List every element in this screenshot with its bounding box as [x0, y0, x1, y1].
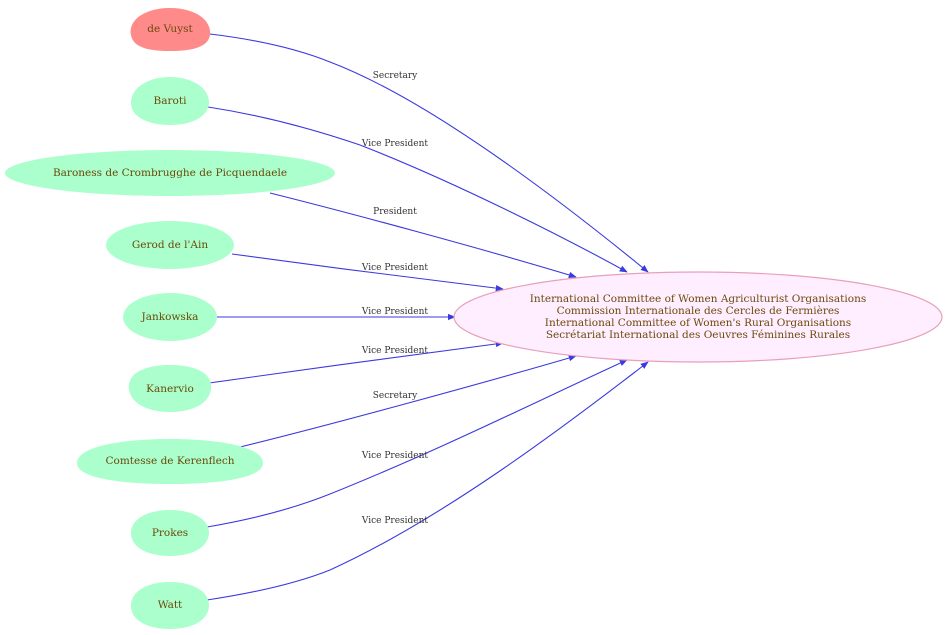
node-label-kerenflech: Comtesse de Kerenflech	[106, 455, 235, 467]
node-shape-baroti	[130, 77, 210, 125]
edge-crombrugghe	[269, 192, 577, 278]
node-label-baroti: Baroti	[154, 95, 188, 107]
node-baroti[interactable]: Baroti	[130, 77, 210, 125]
node-label-kanervio: Kanervio	[146, 383, 194, 395]
node-prokes[interactable]: Prokes	[130, 510, 210, 556]
node-shape-kerenflech	[77, 439, 263, 484]
node-label-jankowska: Jankowska	[141, 311, 199, 323]
edge-prokes	[206, 359, 628, 528]
center-node[interactable]: International Committee of Women Agricul…	[453, 271, 943, 363]
node-watt[interactable]: Watt	[130, 582, 210, 629]
edge-label-de-vuyst: Secretary	[373, 71, 418, 81]
node-shape-prokes	[130, 510, 210, 556]
node-shape-kanervio	[128, 365, 212, 412]
edges: Secretary Vice President President Vice …	[206, 33, 649, 601]
nodes: de Vuyst Baroti Baroness de Crombrugghe …	[5, 8, 335, 629]
edge-label-kerenflech: Secretary	[373, 391, 418, 401]
edge-baroti	[207, 106, 628, 273]
node-kerenflech[interactable]: Comtesse de Kerenflech	[77, 439, 263, 484]
node-shape-de-vuyst	[130, 8, 211, 51]
node-label-de-vuyst: de Vuyst	[147, 23, 193, 35]
edge-label-crombrugghe: President	[373, 207, 417, 217]
node-shape-gerod	[106, 221, 234, 269]
node-label-crombrugghe: Baroness de Crombrugghe de Picquendaele	[53, 167, 287, 179]
node-gerod[interactable]: Gerod de l'Ain	[106, 221, 234, 269]
node-shape-crombrugghe	[5, 150, 335, 196]
edge-label-baroti: Vice President	[361, 139, 429, 149]
node-label-prokes: Prokes	[152, 527, 188, 539]
edge-kerenflech	[239, 354, 577, 448]
node-crombrugghe[interactable]: Baroness de Crombrugghe de Picquendaele	[5, 150, 335, 196]
node-shape-watt	[130, 582, 210, 629]
node-label-watt: Watt	[158, 599, 183, 611]
edge-label-gerod: Vice President	[361, 263, 429, 273]
center-label-line-1: International Committee of Women Agricul…	[530, 293, 866, 305]
node-kanervio[interactable]: Kanervio	[128, 365, 212, 412]
edge-watt	[206, 361, 649, 601]
edge-label-watt: Vice President	[361, 516, 429, 526]
center-node-shape	[453, 271, 943, 363]
node-label-gerod: Gerod de l'Ain	[132, 239, 208, 251]
node-de-vuyst[interactable]: de Vuyst	[130, 8, 211, 51]
center-label-line-4: Secrétariat International des Oeuvres Fé…	[546, 329, 850, 341]
edge-gerod	[231, 253, 504, 292]
node-shape-jankowska	[123, 293, 217, 341]
edge-label-prokes: Vice President	[361, 451, 429, 461]
center-label-line-2: Commission Internationale des Cercles de…	[557, 305, 840, 317]
edge-label-kanervio: Vice President	[361, 346, 429, 356]
center-label-line-3: International Committee of Women's Rural…	[545, 317, 851, 329]
edge-de-vuyst	[209, 33, 649, 273]
edge-kanervio	[208, 340, 504, 384]
node-jankowska[interactable]: Jankowska	[123, 293, 217, 341]
edge-label-jankowska: Vice President	[361, 307, 429, 317]
